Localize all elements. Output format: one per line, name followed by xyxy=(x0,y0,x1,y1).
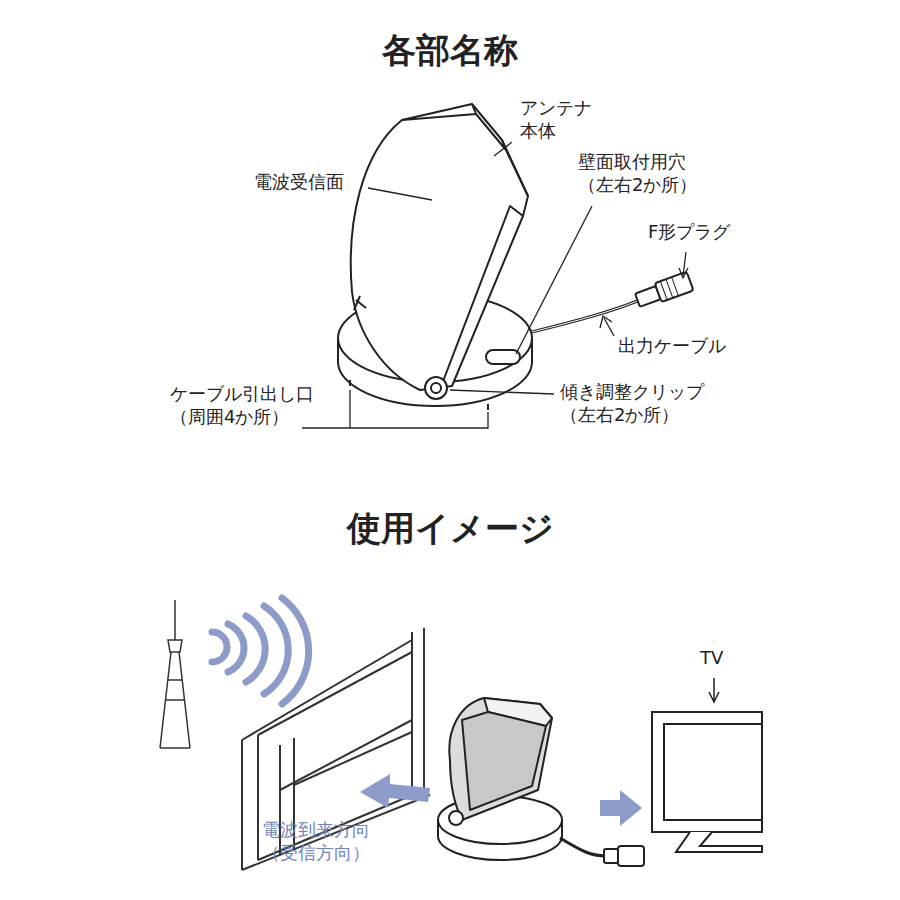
device-label: TV xyxy=(700,646,740,669)
section-title: 使用イメージ xyxy=(0,506,900,552)
part-label: 電波受信面 xyxy=(254,170,374,193)
part-label: 壁面取付用穴 （左右2か所） xyxy=(578,150,728,197)
part-label: 出力ケーブル xyxy=(618,334,748,357)
part-label: F形プラグ xyxy=(648,220,758,243)
section-title: 各部名称 xyxy=(0,28,900,74)
part-label: ケーブル引出し口 （周囲4か所） xyxy=(170,382,350,429)
part-label: 傾き調整クリップ （左右2か所） xyxy=(560,380,740,427)
part-label: アンテナ 本体 xyxy=(520,96,600,143)
direction-label: 電波到来方向 （受信方向） xyxy=(262,818,412,865)
